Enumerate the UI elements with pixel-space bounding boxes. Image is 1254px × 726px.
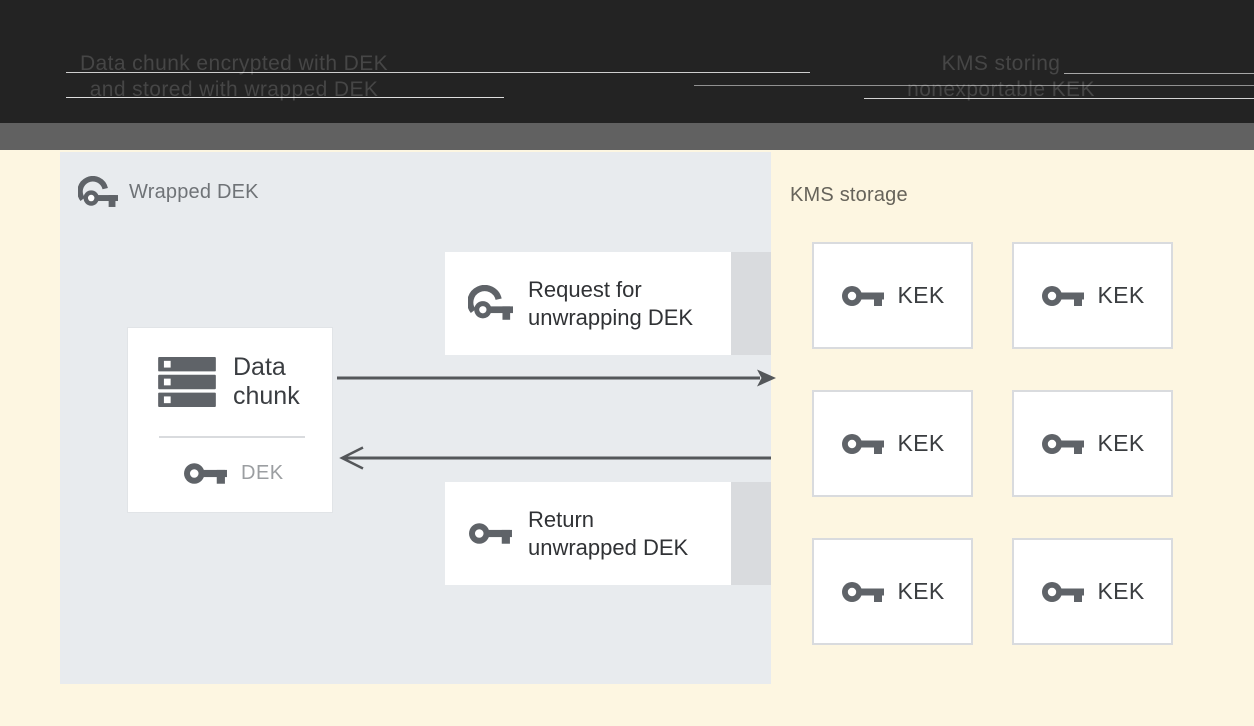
data-chunk-line2: chunk [233, 382, 300, 410]
kek-grid: KEK KEK KEK KEK KEK KEK [812, 242, 1173, 645]
return-unwrapped-label: Return unwrapped DEK [528, 506, 688, 562]
return-box-strip [731, 482, 771, 585]
header-hairline [66, 97, 504, 98]
header-hairline [66, 72, 810, 73]
data-chunk-row: Data chunk [158, 353, 300, 411]
wrapped-dek-panel: Wrapped DEK Data chunk [60, 152, 771, 684]
kek-label: KEK [1097, 282, 1145, 308]
header-hairline [694, 85, 1254, 86]
return-unwrapped-box: Return unwrapped DEK [445, 482, 731, 585]
data-chunk-box: Data chunk DEK [127, 327, 333, 513]
kek-label: KEK [897, 282, 945, 308]
header-band: Data chunk encrypted with DEK and stored… [0, 0, 1254, 123]
header-caption-right-line1: KMS storing [941, 52, 1061, 75]
wrapped-dek-header: Wrapped DEK [78, 176, 259, 209]
key-icon [1041, 581, 1084, 602]
request-line2: unwrapping DEK [528, 304, 694, 330]
storage-icon [158, 357, 216, 407]
key-icon [841, 581, 884, 602]
data-chunk-divider [159, 436, 305, 438]
header-caption-left-line2: and stored with wrapped DEK [89, 78, 379, 101]
header-caption-right-line2: nonexportable KEK [907, 78, 1095, 101]
kek-box: KEK [1012, 242, 1173, 349]
diagram-canvas: Wrapped DEK Data chunk [0, 150, 1254, 726]
dek-row: DEK [183, 458, 284, 489]
kek-box: KEK [812, 242, 973, 349]
header-hairline [864, 98, 1254, 99]
header-caption-left: Data chunk encrypted with DEK and stored… [56, 51, 412, 103]
request-unwrap-box: Request for unwrapping DEK [445, 252, 731, 355]
key-icon [1041, 285, 1084, 306]
kek-label: KEK [1097, 578, 1145, 604]
return-line2: unwrapped DEK [528, 534, 689, 560]
kms-storage-label: KMS storage [790, 184, 908, 206]
request-box-strip [731, 252, 771, 355]
kek-label: KEK [1097, 430, 1145, 456]
key-icon [184, 463, 227, 484]
header-hairline [1064, 73, 1254, 74]
header-caption-left-line1: Data chunk encrypted with DEK [79, 52, 389, 75]
key-icon [469, 523, 512, 544]
key-icon [841, 433, 884, 454]
wrapped-dek-label: Wrapped DEK [129, 181, 259, 203]
request-line1: Request for [528, 276, 642, 302]
key-icon [1041, 433, 1084, 454]
data-chunk-line1: Data [233, 353, 286, 381]
request-unwrap-label: Request for unwrapping DEK [528, 276, 693, 332]
key-icon [841, 285, 884, 306]
dek-label: DEK [241, 462, 284, 484]
wrapped-key-icon [78, 176, 118, 209]
kek-label: KEK [897, 430, 945, 456]
subheader-band [0, 123, 1254, 150]
return-line1: Return [528, 506, 595, 532]
wrapped-key-icon [468, 285, 513, 322]
kek-label: KEK [897, 578, 945, 604]
kek-box: KEK [812, 538, 973, 645]
header-caption-right: KMS storing nonexportable KEK [828, 51, 1174, 103]
kek-box: KEK [1012, 538, 1173, 645]
data-chunk-label: Data chunk [233, 353, 300, 411]
kek-box: KEK [1012, 390, 1173, 497]
kek-box: KEK [812, 390, 973, 497]
